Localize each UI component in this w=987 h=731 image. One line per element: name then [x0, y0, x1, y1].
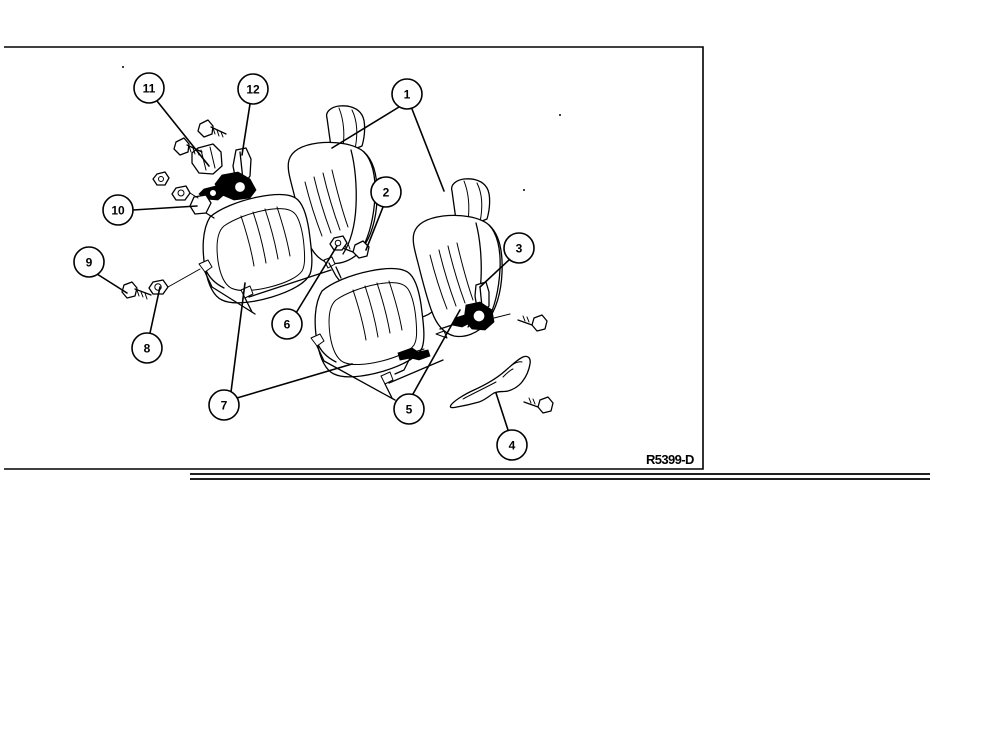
callout-11[interactable]: 11	[133, 72, 210, 167]
callout-10-leader-1	[132, 205, 198, 211]
callout-2-bubble[interactable]	[370, 176, 402, 208]
callout-9-leader-1	[96, 273, 128, 294]
callout-1-leader-1	[331, 106, 400, 149]
callout-9-label: 9	[86, 256, 93, 270]
callout-3-label: 3	[516, 242, 523, 256]
callout-3-bubble[interactable]	[503, 232, 535, 264]
seat-track-cover	[449, 355, 531, 409]
callout-6-leader-1	[295, 245, 338, 314]
callout-4-leader-1	[495, 392, 509, 431]
callout-5-label: 5	[406, 403, 413, 417]
callout-10-bubble[interactable]	[102, 194, 134, 226]
recliner-mechanism	[439, 281, 511, 331]
callout-7[interactable]: 7	[208, 282, 353, 421]
callout-8[interactable]: 8	[131, 286, 163, 364]
callout-1-label: 1	[404, 88, 411, 102]
callout-4[interactable]: 4	[495, 392, 528, 461]
recliner-handle-cluster	[152, 143, 257, 219]
callout-4-bubble[interactable]	[496, 429, 528, 461]
callout-2-leader-1	[365, 206, 384, 251]
illustration-border	[4, 46, 704, 470]
callout-3-leader-1	[479, 258, 511, 288]
mounting-bolt-9	[121, 281, 152, 300]
callout-8-leader-1	[149, 286, 161, 334]
callout-11-leader-1	[156, 100, 210, 167]
callout-1-bubble[interactable]	[391, 78, 423, 110]
callout-1-leader-2	[411, 108, 445, 192]
callout-1[interactable]: 1	[331, 78, 445, 192]
callout-2-label: 2	[383, 186, 390, 200]
callout-9-bubble[interactable]	[73, 246, 105, 278]
callout-12-label: 12	[246, 83, 260, 97]
callout-2[interactable]: 2	[365, 176, 402, 251]
track-cover-bolt-4	[523, 396, 554, 414]
recliner-bolt-3	[517, 314, 548, 332]
flat-washer-8	[148, 268, 201, 295]
callout-6[interactable]: 6	[271, 245, 338, 340]
callout-7-leader-2	[236, 363, 353, 399]
callout-7-leader-1	[230, 282, 246, 393]
callout-11-label: 11	[143, 82, 156, 96]
callout-5[interactable]: 5	[393, 309, 461, 425]
callout-4-label: 4	[509, 439, 516, 453]
handle-bolt-upper	[197, 119, 227, 138]
footer-double-rule	[190, 473, 930, 480]
callout-9[interactable]: 9	[73, 246, 128, 294]
callout-6-label: 6	[284, 318, 291, 332]
callout-3[interactable]: 3	[479, 232, 535, 288]
callout-12-bubble[interactable]	[237, 73, 269, 105]
left-seat-assembly	[198, 105, 378, 315]
callout-5-bubble[interactable]	[393, 393, 425, 425]
callout-5-leader-1	[412, 309, 461, 395]
callout-8-bubble[interactable]	[131, 332, 163, 364]
callout-12[interactable]: 12	[237, 73, 269, 156]
callout-10-label: 10	[111, 204, 125, 218]
pivot-hardware-6	[329, 235, 348, 251]
callout-8-label: 8	[144, 342, 151, 356]
callout-7-bubble[interactable]	[208, 389, 240, 421]
callout-11-bubble[interactable]	[133, 72, 165, 104]
scan-speckles	[122, 66, 561, 191]
callout-6-bubble[interactable]	[271, 308, 303, 340]
callout-10[interactable]: 10	[102, 194, 198, 226]
callout-7-label: 7	[221, 399, 228, 413]
figure-code-label: R5399-D	[646, 452, 694, 467]
callout-12-leader-1	[241, 103, 251, 156]
